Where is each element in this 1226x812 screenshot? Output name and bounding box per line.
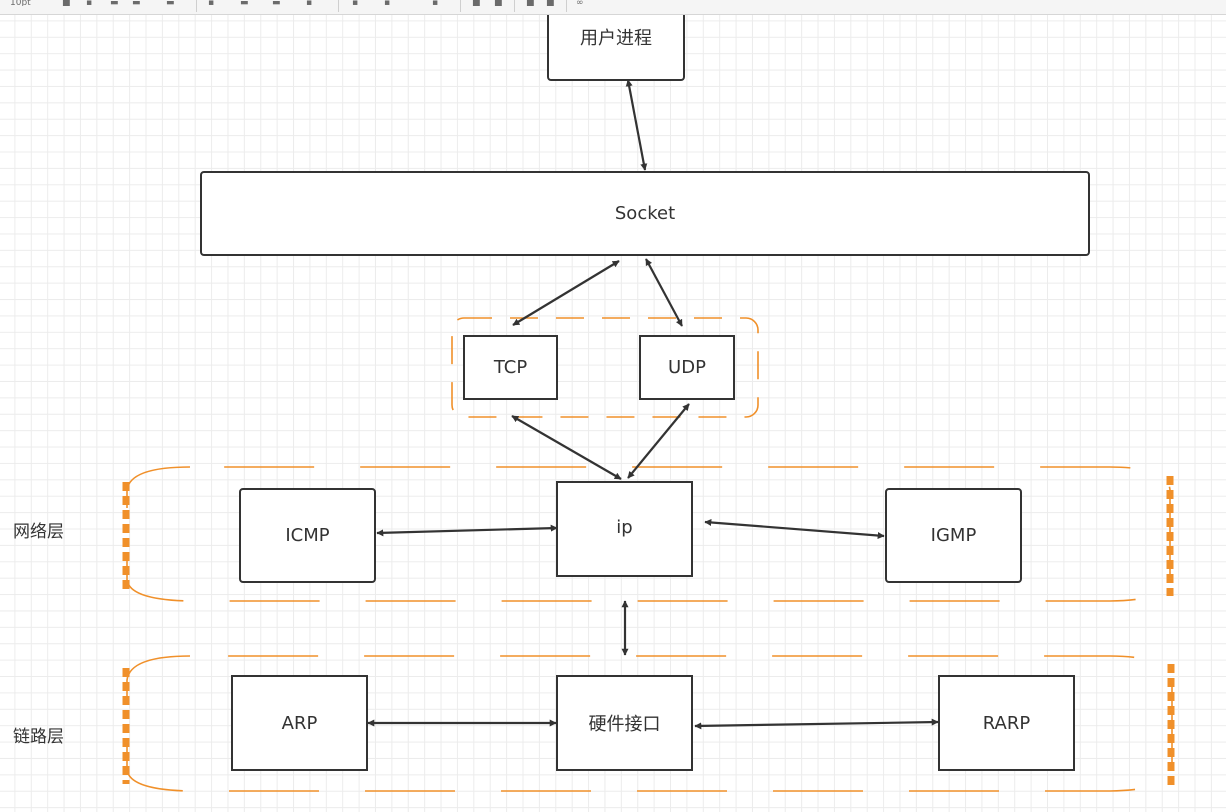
arrow-hardware-rarp[interactable] [694, 718, 939, 730]
socket-node[interactable]: Socket [200, 171, 1090, 256]
arrow-ip-igmp[interactable] [704, 519, 885, 539]
arrow-tcp-socket[interactable] [512, 260, 620, 326]
rarp-label: RARP [982, 712, 1031, 734]
tcp-label: TCP [493, 357, 528, 378]
hardware-interface-label: 硬件接口 [588, 714, 661, 735]
toolbar-divider [514, 0, 515, 12]
arp-label: ARP [281, 712, 318, 734]
to-back-icon[interactable]: ■ [494, 0, 503, 6]
link-layer-group-outline[interactable] [126, 655, 1173, 792]
udp-label: UDP [668, 357, 706, 378]
arrow-start-icon[interactable]: ▪ [384, 0, 391, 6]
fill-icon[interactable]: ▪ [208, 0, 215, 6]
socket-label: Socket [614, 203, 676, 224]
underline-icon[interactable]: ▬ [110, 0, 119, 6]
toolbar-divider [338, 0, 339, 12]
align-icon[interactable]: ▬ [166, 0, 175, 6]
line-color-icon[interactable]: ▬ [240, 0, 249, 6]
udp-node[interactable]: UDP [639, 335, 735, 400]
rarp-node[interactable]: RARP [938, 675, 1075, 771]
link-layer-label: 链路层 [13, 727, 64, 747]
arrow-icmp-ip[interactable] [376, 524, 558, 537]
font-color-icon[interactable]: ▬ [132, 0, 141, 6]
to-front-icon[interactable]: ■ [472, 0, 481, 6]
arrow-tcp-ip[interactable] [511, 415, 622, 480]
ip-node[interactable]: ip [556, 481, 693, 577]
arrow-socket-udp[interactable] [645, 258, 683, 327]
hardware-interface-node[interactable]: 硬件接口 [556, 675, 693, 771]
user-process-node[interactable]: 用户进程 [547, 6, 685, 81]
ungroup-icon[interactable]: ■ [546, 0, 555, 6]
arp-node[interactable]: ARP [231, 675, 368, 771]
toolbar-divider [196, 0, 197, 12]
group-icon[interactable]: ■ [526, 0, 535, 6]
arrow-end-icon[interactable]: ▪ [432, 0, 439, 6]
italic-icon[interactable]: ▪ [86, 0, 93, 6]
toolbar-divider [460, 0, 461, 12]
line-style-icon[interactable]: ▬ [272, 0, 281, 6]
connector-icon[interactable]: ▪ [352, 0, 359, 6]
igmp-label: IGMP [930, 525, 977, 546]
tcp-node[interactable]: TCP [463, 335, 558, 400]
font-size-select[interactable]: 10pt [10, 0, 31, 6]
toolbar-divider [566, 0, 567, 12]
toolbar: 10pt ■ ▪ ▬ ▬ ▬ ▪ ▬ ▬ ▪ ▪ ▪ ▪ ■ ■ ■ ■ ∞ [0, 0, 1226, 15]
arrow-user-socket[interactable] [625, 79, 648, 171]
user-process-label: 用户进程 [580, 28, 652, 49]
icmp-node[interactable]: ICMP [239, 488, 376, 583]
igmp-node[interactable]: IGMP [885, 488, 1022, 583]
network-layer-group-outline[interactable] [126, 466, 1171, 602]
network-layer-label: 网络层 [13, 522, 64, 542]
icmp-label: ICMP [285, 525, 330, 546]
bold-icon[interactable]: ■ [62, 0, 71, 6]
spacing-icon[interactable]: ▪ [306, 0, 313, 6]
link-icon[interactable]: ∞ [576, 0, 584, 6]
ip-label: ip [616, 517, 633, 538]
arrow-udp-ip[interactable] [627, 403, 690, 479]
